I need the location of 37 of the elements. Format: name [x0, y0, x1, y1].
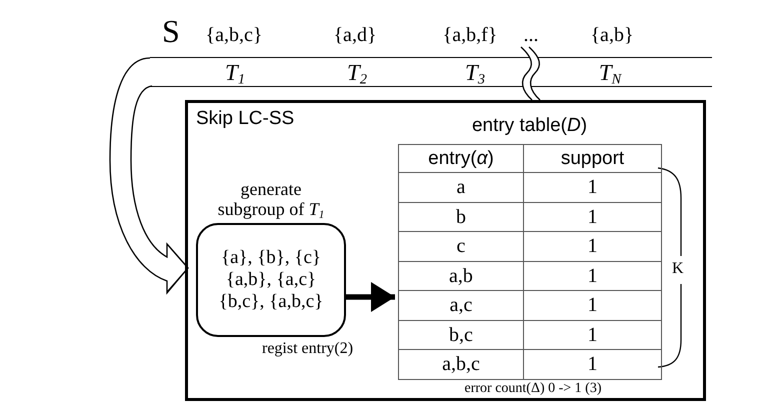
set-label: {a,b,c}: [206, 24, 262, 46]
entry-value: a,c: [398, 290, 524, 320]
bracket-label: K: [672, 260, 684, 278]
stream-band: [150, 57, 712, 87]
support-value: 1: [524, 261, 662, 290]
column-header: support: [524, 144, 662, 172]
support-value: 1: [524, 290, 662, 320]
ellipsis: ...: [524, 24, 538, 46]
entry-value: c: [398, 232, 524, 261]
entry-value: b: [398, 202, 524, 232]
process-box: {a}, {b}, {c} {a,b}, {a,c} {b,c}, {a,b,c}: [196, 223, 346, 337]
set-label: {a,d}: [333, 24, 377, 46]
transaction-label: T$_{3}$: [465, 60, 485, 86]
entry-value: b,c: [398, 320, 524, 350]
stream-name: S: [162, 14, 180, 50]
note: error count(Δ) 0 -> 1 (3): [464, 381, 602, 396]
column-header: entry(α): [398, 144, 524, 172]
support-value: 1: [524, 350, 662, 379]
transaction-label: T$_{N}$: [598, 60, 622, 86]
frame-title: Skip LC-SS: [196, 109, 294, 130]
node-heading: generate subgroup of T$_{1}$: [216, 179, 326, 219]
edge-label: regist entry(2): [262, 340, 354, 358]
entry-value: a: [398, 172, 524, 202]
entry-value: a,b: [398, 261, 524, 290]
support-value: 1: [524, 232, 662, 261]
block-arrow: [109, 57, 189, 294]
transaction-label: T$_{1}$: [225, 60, 245, 86]
set-label: {a,b,f}: [442, 24, 498, 46]
table-title: entry table(D): [472, 116, 588, 137]
arrow: [343, 282, 395, 312]
entry-value: a,b,c: [398, 350, 524, 379]
support-value: 1: [524, 202, 662, 232]
support-value: 1: [524, 172, 662, 202]
transaction-label: T$_{2}$: [347, 60, 367, 86]
support-value: 1: [524, 320, 662, 350]
set-label: {a,b}: [590, 24, 634, 46]
algorithm-frame: [185, 100, 706, 401]
